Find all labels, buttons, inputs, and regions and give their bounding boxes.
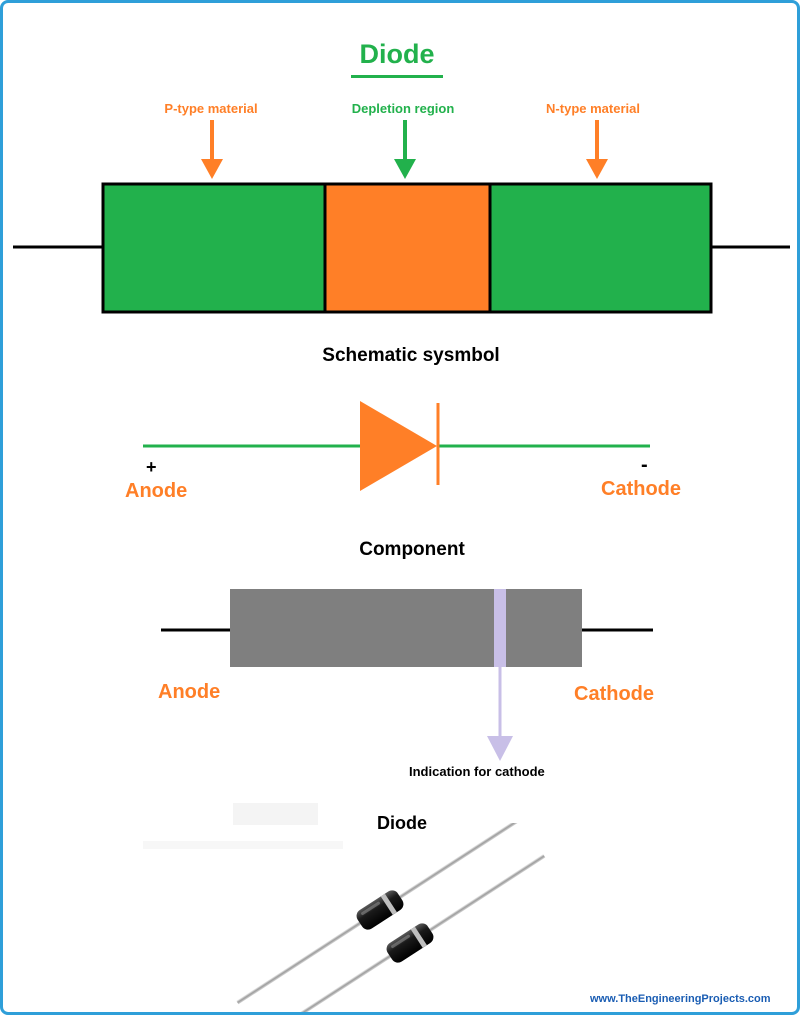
depletion-block bbox=[323, 182, 492, 314]
schematic-symbol bbox=[143, 401, 650, 491]
depletion-arrow bbox=[394, 120, 416, 179]
watermark: www.TheEngineeringProjects.com bbox=[590, 993, 771, 1005]
n-type-arrow bbox=[586, 120, 608, 179]
schematic-anode-label: Anode bbox=[125, 480, 188, 502]
schematic-cathode-label: Cathode bbox=[601, 478, 681, 500]
p-type-label: P-type material bbox=[164, 101, 258, 116]
component-heading: Component bbox=[359, 539, 465, 560]
structure-diagram bbox=[13, 120, 790, 314]
title-underline bbox=[351, 75, 443, 78]
component-body bbox=[230, 589, 582, 667]
indication-arrow-head-icon bbox=[487, 736, 513, 761]
diode-photo-part bbox=[274, 854, 546, 1012]
depletion-region-label: Depletion region bbox=[351, 101, 455, 116]
plus-sign: + bbox=[146, 457, 157, 477]
diode-triangle-icon bbox=[360, 401, 437, 491]
indication-label: Indication for cathode bbox=[409, 764, 545, 779]
minus-sign: - bbox=[641, 454, 648, 476]
faint-background-shape bbox=[233, 803, 318, 825]
component-diagram bbox=[161, 589, 653, 761]
cathode-stripe bbox=[494, 589, 506, 667]
p-type-arrow bbox=[201, 120, 223, 179]
component-cathode-label: Cathode bbox=[574, 683, 654, 705]
p-type-block bbox=[101, 182, 327, 314]
diode-photo-part bbox=[236, 823, 524, 1005]
component-anode-label: Anode bbox=[158, 681, 221, 703]
n-type-block bbox=[488, 182, 713, 314]
faint-background-shape bbox=[143, 841, 343, 849]
n-type-label: N-type material bbox=[546, 101, 640, 116]
photo-heading: Diode bbox=[376, 813, 428, 833]
page-title: Diode bbox=[359, 39, 435, 69]
diode-photo bbox=[236, 823, 546, 1012]
schematic-heading: Schematic sysmbol bbox=[322, 345, 500, 366]
